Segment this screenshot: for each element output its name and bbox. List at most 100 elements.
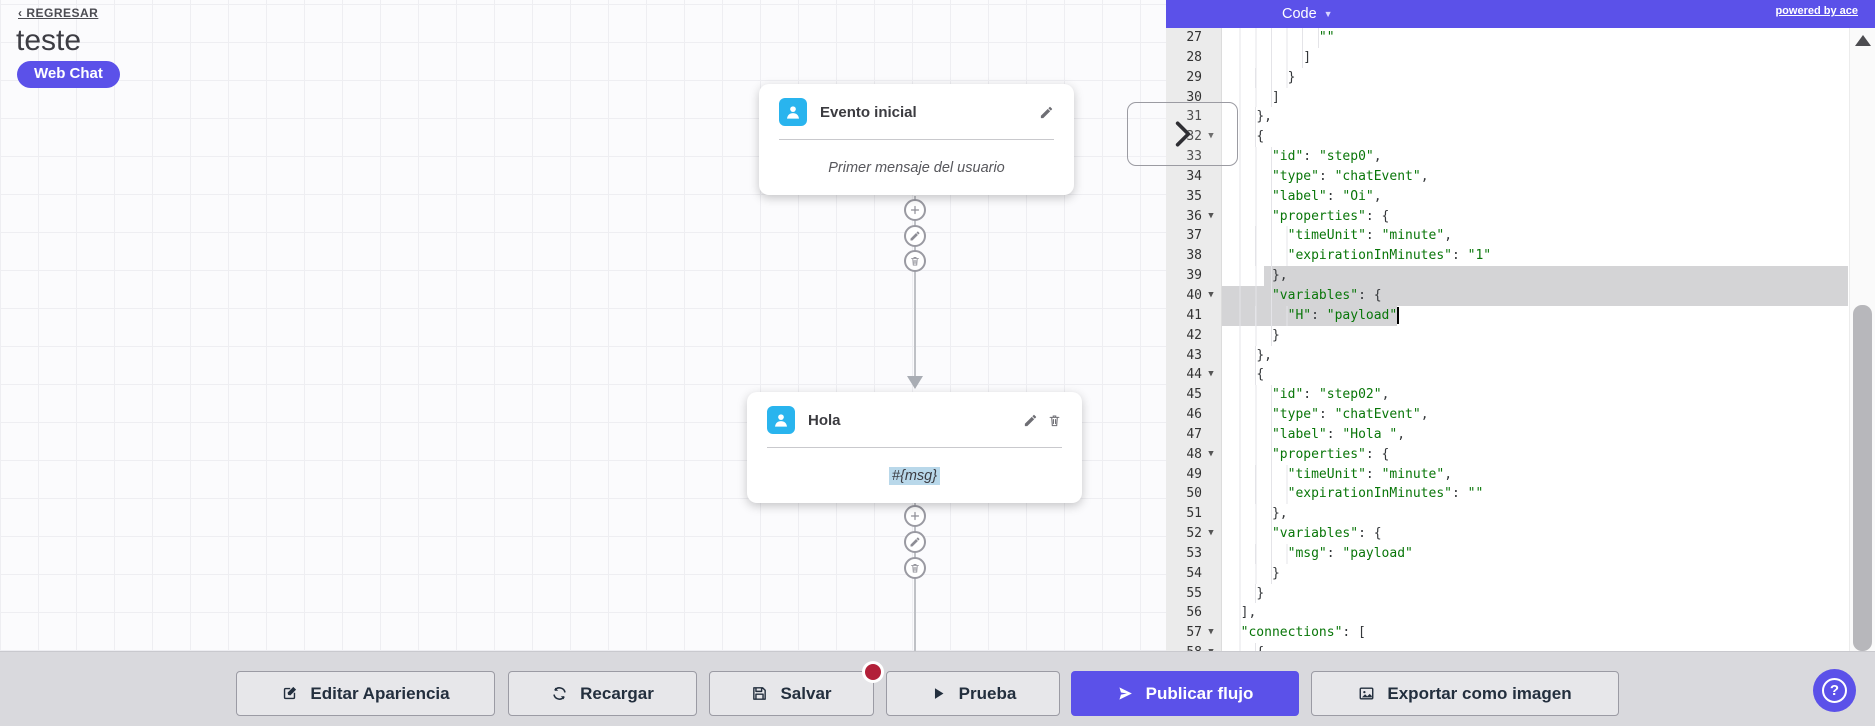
user-icon (779, 98, 807, 126)
code-line[interactable]: 41 "H": "payload" (1166, 305, 1848, 326)
help-button[interactable]: ? (1813, 669, 1856, 712)
reload-button[interactable]: Recargar (508, 671, 697, 716)
code-line[interactable]: 53 "msg": "payload" (1166, 543, 1848, 564)
save-icon (753, 687, 767, 700)
export-image-button[interactable]: Exportar como imagen (1311, 671, 1619, 716)
delete-connection-button[interactable] (904, 557, 926, 579)
test-button[interactable]: Prueba (886, 671, 1060, 716)
code-line[interactable]: 31 }, (1166, 107, 1848, 128)
edit-node-icon[interactable] (1023, 413, 1038, 428)
code-editor[interactable]: 27 ""28 ]29 }30 ]31 },32▼ {33 "id": "ste… (1166, 28, 1848, 651)
code-line[interactable]: 35 "label": "Oi", (1166, 186, 1848, 207)
fold-spacer (1202, 28, 1220, 48)
line-number: 54 (1186, 565, 1202, 581)
code-line[interactable]: 36▼ "properties": { (1166, 206, 1848, 227)
code-line[interactable]: 29 } (1166, 67, 1848, 88)
add-step-button[interactable] (904, 505, 926, 527)
line-number: 31 (1186, 109, 1202, 125)
code-line[interactable]: 48▼ "properties": { (1166, 444, 1848, 465)
channel-badge: Web Chat (17, 61, 120, 88)
code-line[interactable]: 52▼ "variables": { (1166, 524, 1848, 544)
fold-spacer (1202, 544, 1220, 564)
line-number: 58 (1166, 643, 1202, 651)
code-line[interactable]: 44▼ { (1166, 365, 1848, 386)
fold-spacer (1202, 246, 1220, 266)
back-link[interactable]: ‹ REGRESAR (18, 6, 99, 20)
code-line[interactable]: 43 }, (1166, 345, 1848, 366)
fold-spacer (1202, 187, 1220, 207)
trash-icon (911, 256, 919, 266)
chevron-right-icon (1175, 121, 1190, 147)
save-button[interactable]: Salvar (709, 671, 874, 716)
code-line[interactable]: 28 ] (1166, 47, 1848, 68)
code-line[interactable]: 38 "expirationInMinutes": "1" (1166, 246, 1848, 267)
fold-spacer (1202, 167, 1220, 187)
pencil-icon (910, 231, 920, 241)
publish-flow-button[interactable]: Publicar flujo (1071, 671, 1299, 716)
code-line[interactable]: 46 "type": "chatEvent", (1166, 405, 1848, 425)
code-line[interactable]: 51 }, (1166, 504, 1848, 525)
code-line[interactable]: 58▼ { (1166, 643, 1848, 651)
edit-connection-button[interactable] (904, 531, 926, 553)
code-line[interactable]: 27 "" (1166, 28, 1848, 48)
button-label: Editar Apariencia (310, 683, 450, 703)
line-number: 37 (1186, 228, 1202, 244)
line-number: 34 (1186, 168, 1202, 184)
fold-arrow-icon[interactable]: ▼ (1208, 369, 1214, 380)
code-line[interactable]: 39 }, (1166, 266, 1848, 286)
add-step-button[interactable] (904, 199, 926, 221)
code-line[interactable]: 40▼ "variables": { (1166, 285, 1848, 306)
scrollbar-thumb[interactable] (1853, 305, 1872, 651)
flow-canvas[interactable]: ‹ REGRESAR teste Web Chat (0, 0, 1166, 651)
user-icon (767, 406, 795, 434)
line-number: 50 (1186, 486, 1202, 502)
code-line[interactable]: 42 } (1166, 325, 1848, 346)
fold-arrow-icon[interactable]: ▼ (1208, 627, 1214, 638)
scroll-up-icon[interactable] (1855, 35, 1871, 46)
line-number: 42 (1186, 327, 1202, 343)
edit-node-icon[interactable] (1039, 105, 1054, 120)
code-line[interactable]: 54 } (1166, 563, 1848, 584)
line-number: 47 (1186, 426, 1202, 442)
code-mode-select[interactable]: Code ▼ (1282, 0, 1333, 28)
fold-arrow-icon[interactable]: ▼ (1208, 528, 1214, 539)
edit-connection-button[interactable] (904, 225, 926, 247)
flow-node-evento-inicial[interactable]: Evento inicial Primer mensaje del usuari… (759, 84, 1074, 195)
fold-spacer (1202, 306, 1220, 326)
fold-arrow-icon[interactable]: ▼ (1208, 289, 1214, 300)
code-line[interactable]: 45 "id": "step02", (1166, 385, 1848, 406)
code-line[interactable]: 56 ], (1166, 603, 1848, 624)
fold-arrow-icon[interactable]: ▼ (1202, 643, 1220, 651)
powered-by-ace-link[interactable]: powered by ace (1775, 5, 1858, 17)
fold-arrow-icon[interactable]: ▼ (1208, 131, 1214, 142)
code-line[interactable]: 37 "timeUnit": "minute", (1166, 226, 1848, 247)
code-line[interactable]: 34 "type": "chatEvent", (1166, 166, 1848, 187)
flow-node-hola[interactable]: Hola #{msg} (747, 392, 1082, 503)
fold-arrow-icon[interactable]: ▼ (1208, 210, 1214, 221)
fold-spacer (1202, 385, 1220, 405)
code-line[interactable]: 32▼ { (1166, 127, 1848, 148)
line-number: 55 (1186, 585, 1202, 601)
line-number: 57 (1186, 625, 1202, 641)
code-line[interactable]: 33 "id": "step0", (1166, 147, 1848, 167)
node-title: Evento inicial (820, 103, 917, 121)
editor-scrollbar[interactable] (1849, 28, 1875, 651)
code-line[interactable]: 47 "label": "Hola ", (1166, 424, 1848, 445)
code-panel-header: Code ▼ powered by ace (1166, 0, 1875, 28)
collapse-panel-button[interactable] (1127, 102, 1238, 166)
line-number: 35 (1186, 188, 1202, 204)
line-number: 29 (1186, 69, 1202, 85)
line-number: 28 (1186, 49, 1202, 65)
code-line[interactable]: 57▼ "connections": [ (1166, 623, 1848, 644)
code-line[interactable]: 49 "timeUnit": "minute", (1166, 464, 1848, 485)
question-mark-icon: ? (1822, 678, 1847, 703)
code-mode-label: Code (1282, 6, 1317, 22)
delete-connection-button[interactable] (904, 250, 926, 272)
edit-appearance-button[interactable]: Editar Apariencia (236, 671, 495, 716)
code-line[interactable]: 30 ] (1166, 87, 1848, 108)
code-line[interactable]: 50 "expirationInMinutes": "" (1166, 484, 1848, 505)
code-line[interactable]: 55 } (1166, 583, 1848, 604)
fold-arrow-icon[interactable]: ▼ (1208, 448, 1214, 459)
node-header: Evento inicial (759, 84, 1074, 140)
delete-node-icon[interactable] (1047, 413, 1062, 428)
